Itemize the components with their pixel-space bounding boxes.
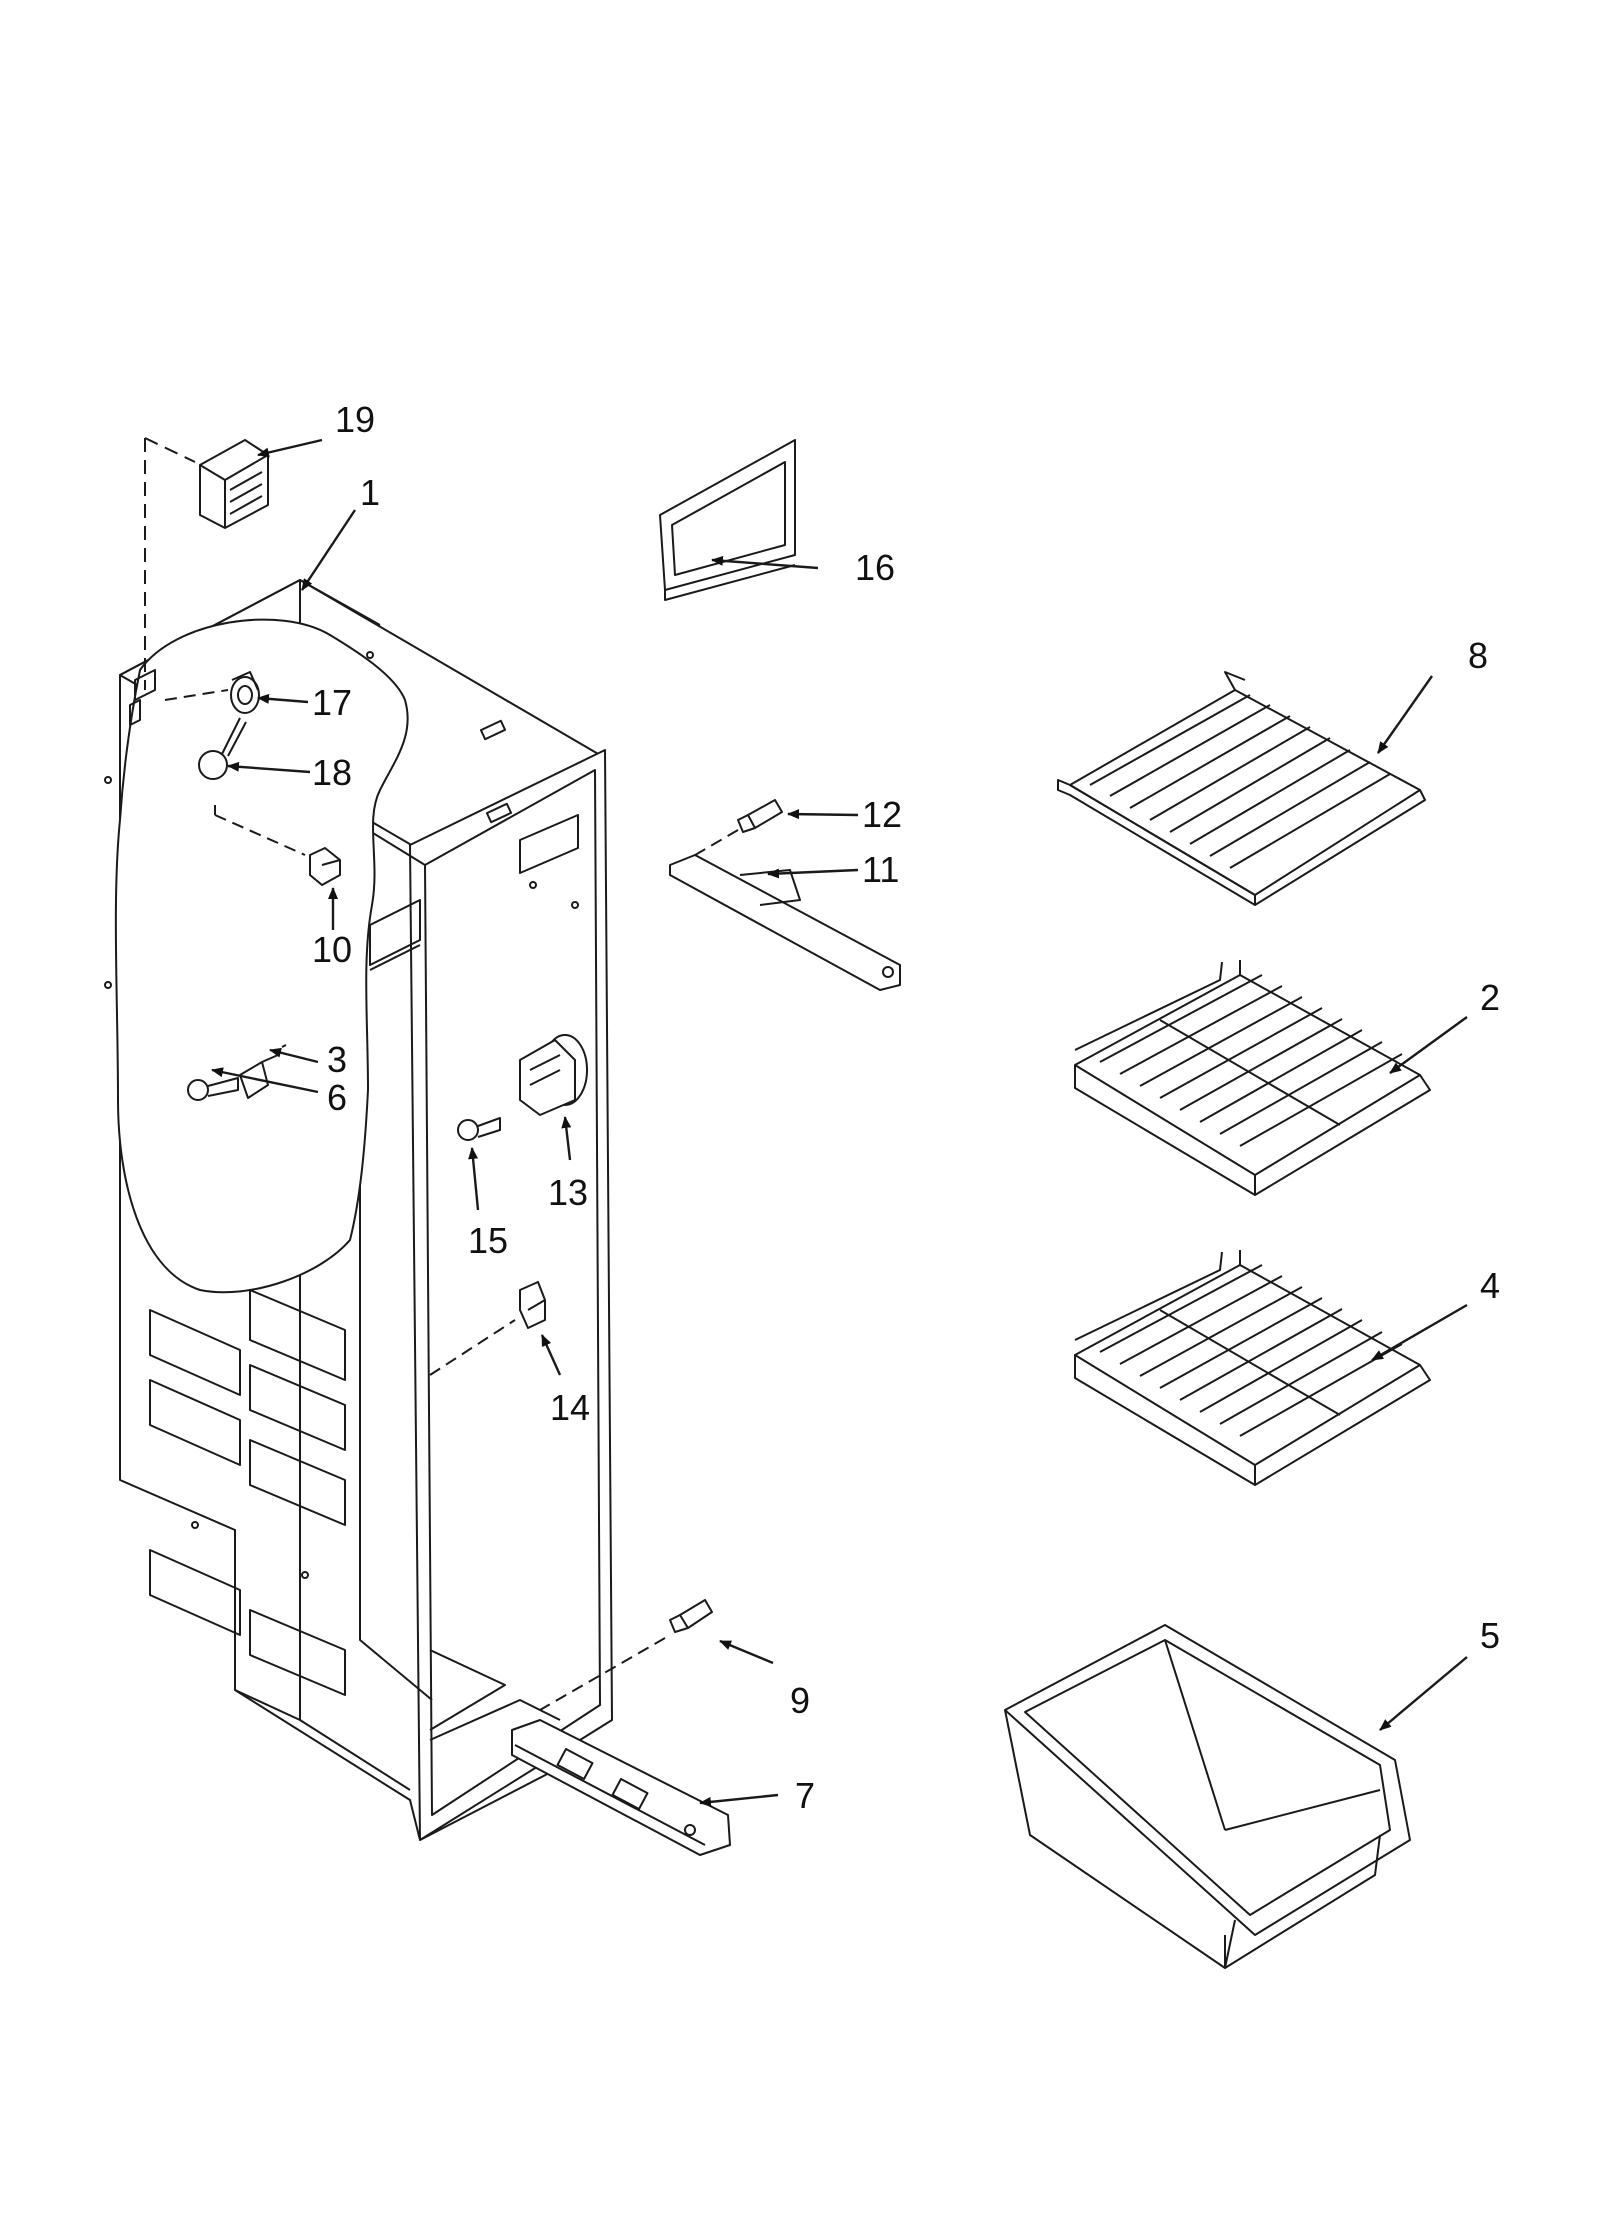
callout-1: 1: [360, 472, 380, 513]
callout-2: 2: [1480, 977, 1500, 1018]
callout-11: 11: [862, 849, 899, 890]
part-6-screw: [187, 1077, 239, 1101]
callout-9: 9: [790, 1680, 810, 1721]
callout-12: 12: [862, 794, 902, 835]
part-2-wire-shelf: [1074, 960, 1431, 1196]
part-8-shelf: [1057, 671, 1426, 906]
callout-4: 4: [1480, 1265, 1500, 1306]
part-14-switch: [519, 1281, 546, 1329]
callout-15: 15: [468, 1220, 508, 1261]
callout-8: 8: [1468, 635, 1488, 676]
part-12-screw: [737, 799, 783, 833]
callout-16: 16: [855, 547, 895, 588]
callout-7: 7: [795, 1775, 815, 1816]
callout-10: 10: [312, 929, 352, 970]
callout-17: 17: [312, 682, 352, 723]
callout-labels: 19 1 16 17 18 10 3 6 12 11 13 15 14 9 7 …: [312, 399, 1500, 1816]
callout-5: 5: [1480, 1615, 1500, 1656]
part-9-screw: [669, 1599, 713, 1633]
callout-6: 6: [327, 1077, 347, 1118]
callout-14: 14: [550, 1387, 590, 1428]
callout-13: 13: [548, 1172, 588, 1213]
part-13-control-housing: [519, 1034, 588, 1116]
part-4-wire-shelf: [1074, 1250, 1431, 1486]
part-5-bin: [1004, 1624, 1411, 1969]
part-18-light-bulb: [198, 717, 247, 780]
part-16-frame: [659, 439, 796, 601]
part-10-clip: [309, 847, 341, 886]
callout-3: 3: [327, 1039, 347, 1080]
callout-18: 18: [312, 752, 352, 793]
callout-19: 19: [335, 399, 375, 440]
part-7-trim: [511, 1719, 731, 1856]
refrigerator-liner: [104, 579, 613, 1841]
part-19-clip: [199, 439, 269, 529]
part-15-screw: [457, 1117, 501, 1141]
leader-lines: [211, 438, 1468, 1807]
